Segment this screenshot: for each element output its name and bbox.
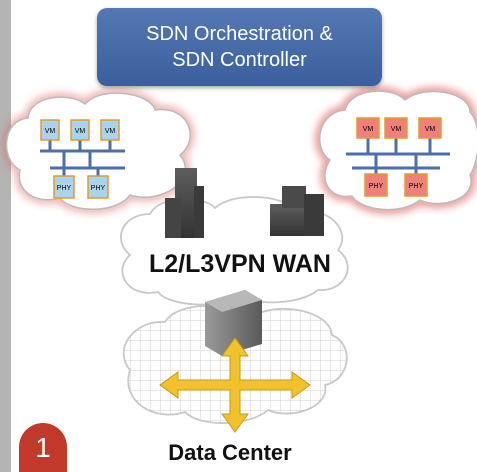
right-vm-boxes: VM VM VM PHY PHY (356, 117, 442, 197)
left-phy-1 (53, 175, 75, 199)
right-bus (346, 138, 450, 176)
left-vm-boxes: VM VM VM PHY PHY (40, 119, 120, 199)
svg-text:VM: VM (45, 128, 56, 135)
sdn-orchestration-box: SDN Orchestration & SDN Controller (97, 8, 382, 86)
svg-text:VM: VM (391, 126, 402, 133)
right-vm-1 (356, 117, 380, 139)
right-phy-1 (364, 173, 388, 197)
svg-text:PHY: PHY (369, 183, 384, 190)
left-phy-2 (87, 175, 109, 199)
step-number-badge: 1 (19, 423, 67, 472)
cross-arrows-icon (159, 337, 311, 433)
svg-text:PHY: PHY (91, 185, 106, 192)
svg-text:VM: VM (363, 126, 374, 133)
svg-text:PHY: PHY (57, 185, 72, 192)
right-vm-2 (384, 117, 408, 139)
svg-text:VM: VM (75, 128, 86, 135)
right-phy-2 (404, 173, 428, 197)
right-cloud (315, 86, 477, 215)
left-vm-3 (100, 119, 120, 141)
left-vm-1 (40, 119, 60, 141)
server-icon (205, 290, 262, 356)
left-vm-2 (70, 119, 90, 141)
building-left-icon (165, 168, 204, 238)
svg-text:VM: VM (425, 126, 436, 133)
svg-text:VM: VM (105, 128, 116, 135)
wan-label: L2/L3VPN WAN (149, 250, 331, 278)
right-vm-3 (418, 117, 442, 139)
building-right-icon (270, 186, 324, 236)
left-bus (40, 140, 125, 176)
svg-text:PHY: PHY (409, 183, 424, 190)
left-sidebar-bar (0, 0, 11, 472)
orchestration-line-1: SDN Orchestration & (146, 23, 333, 45)
datacenter-label: Data Center (168, 440, 292, 465)
orchestration-line-2: SDN Controller (172, 49, 307, 71)
